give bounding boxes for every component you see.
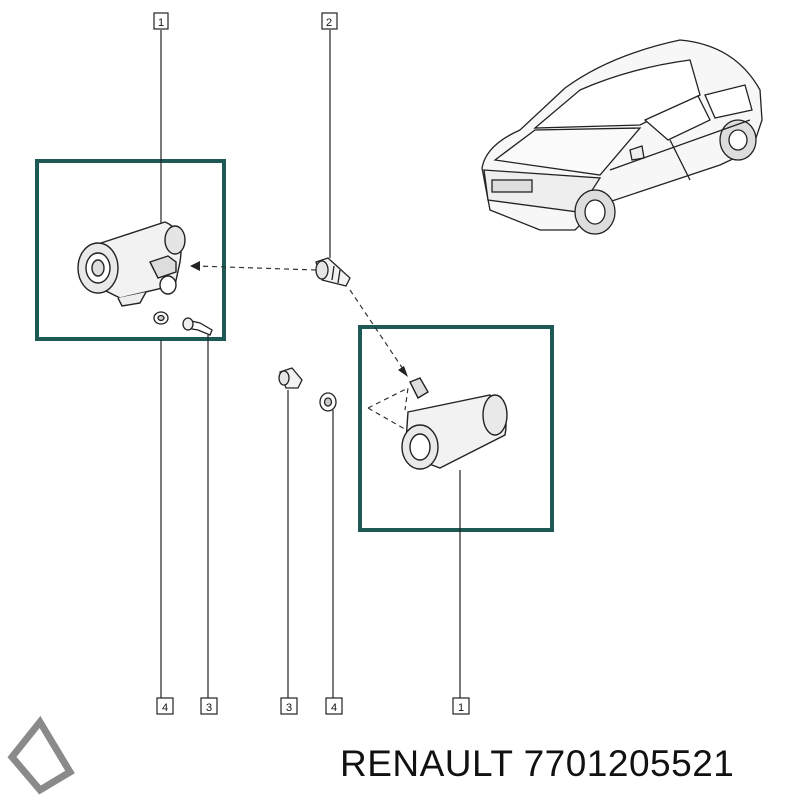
callout-box-3-mid xyxy=(280,697,298,715)
callout-box-3-left xyxy=(200,697,218,715)
assembly-arrows xyxy=(195,265,411,433)
callout-label-3-mid: 3 xyxy=(286,702,292,714)
arrow-head-left xyxy=(190,261,200,271)
callout-box-1-top xyxy=(153,12,169,30)
callout-box-4-left xyxy=(156,697,174,715)
leader-lines xyxy=(160,30,461,698)
callouts: 1 2 4 3 3 4 1 xyxy=(153,12,470,715)
callout-box-1-bottom xyxy=(452,697,470,715)
detail-frame-right xyxy=(358,325,554,532)
brand-name: RENAULT xyxy=(340,743,513,784)
wheel-cylinder-left xyxy=(77,221,186,307)
callout-box-4-mid xyxy=(325,697,343,715)
callout-label-2: 2 xyxy=(326,17,332,29)
arrow-head-right xyxy=(398,366,408,377)
renault-diamond-logo xyxy=(7,715,75,795)
footer-caption: RENAULT 7701205521 xyxy=(340,738,795,790)
bolt-middle xyxy=(278,367,303,389)
callout-label-3-left: 3 xyxy=(206,702,212,714)
part-number: 7701205521 xyxy=(523,743,735,784)
callout-label-1-bottom: 1 xyxy=(458,702,464,714)
callout-label-4-mid: 4 xyxy=(331,702,337,714)
washer-middle xyxy=(319,392,337,412)
bleed-screw xyxy=(315,257,351,287)
car-illustration xyxy=(481,39,763,235)
callout-label-1-top: 1 xyxy=(158,17,164,29)
detail-frame-left xyxy=(35,159,226,341)
wheel-cylinder-right xyxy=(401,377,508,470)
washer-bolt-left xyxy=(153,311,213,336)
callout-label-4-left: 4 xyxy=(162,702,168,714)
callout-box-2 xyxy=(321,12,338,30)
